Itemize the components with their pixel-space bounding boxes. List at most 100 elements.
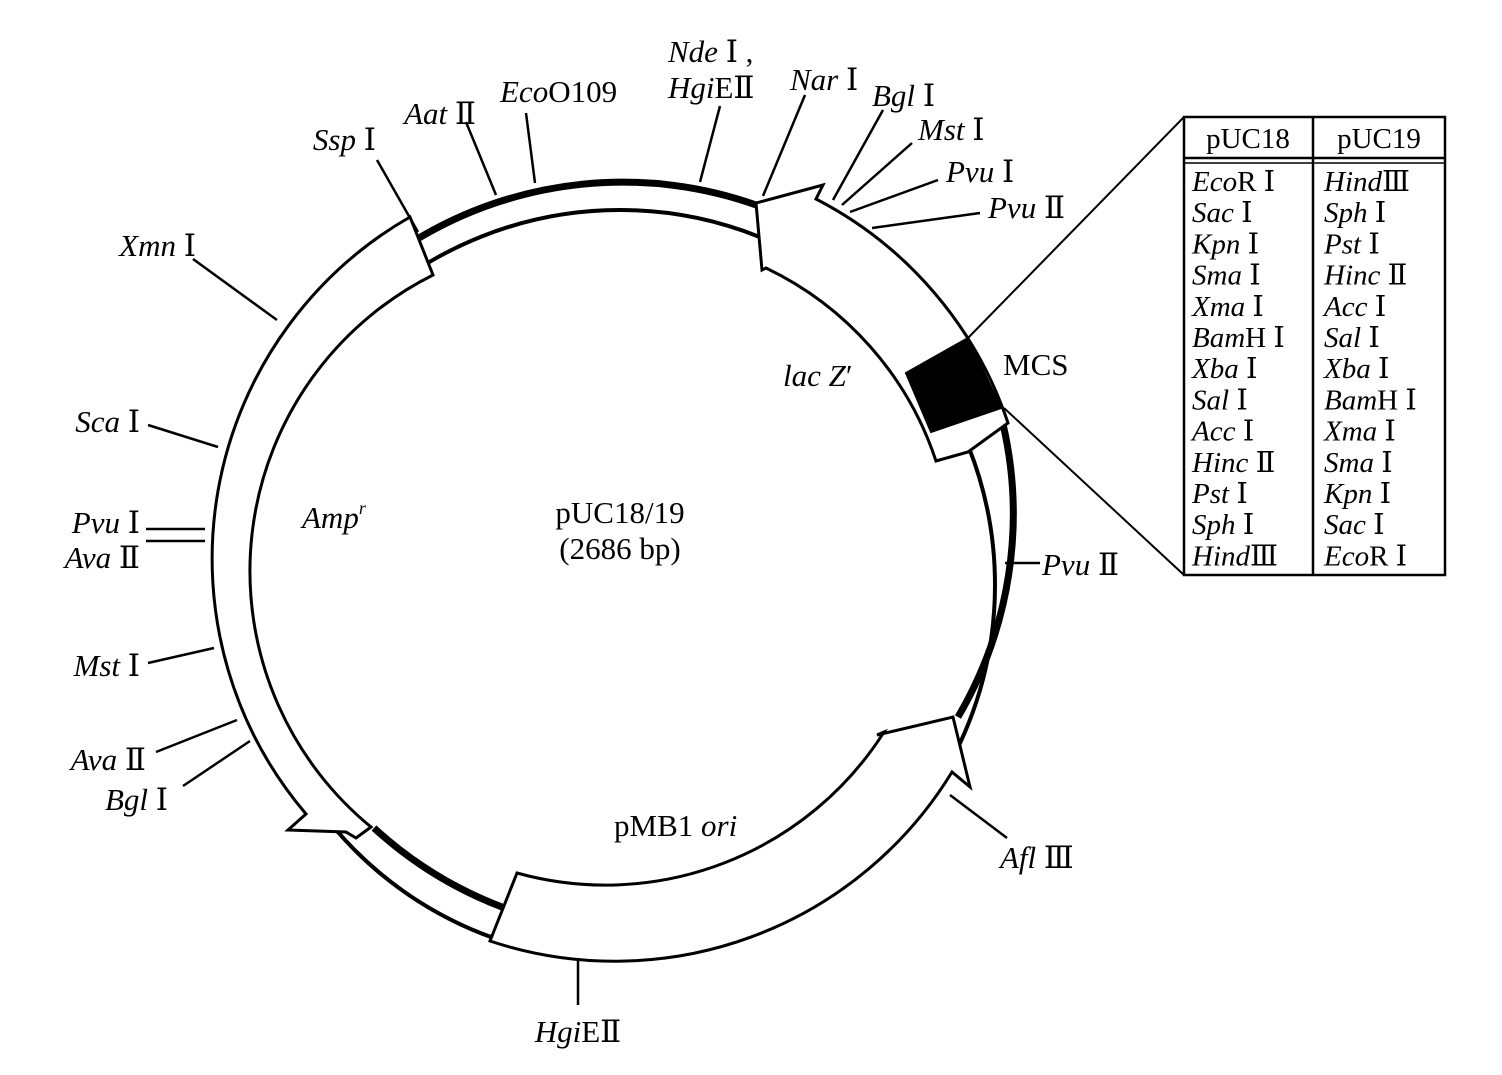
tick-ava-lower xyxy=(155,718,238,754)
site-label-nde-hgie2-line1: HgiEⅡ xyxy=(667,70,755,105)
mcs-puc18-5-part-0: Bam xyxy=(1192,322,1245,354)
mcs-puc18-8-part-0: Acc xyxy=(1190,416,1236,448)
site-pvu2-top-part-1: Ⅱ xyxy=(1036,190,1065,225)
site-label-bgl1-top: Bgl Ⅰ xyxy=(872,78,935,113)
mcs-puc19-row-10: Kpn Ⅰ xyxy=(1323,478,1391,510)
mcs-puc18-row-5: BamH Ⅰ xyxy=(1192,322,1285,354)
site-xmn1-part-1: Ⅰ xyxy=(176,228,196,263)
site-nde-hgie2-part-1: EⅡ xyxy=(715,70,755,105)
mcs-puc19-5-part-0: Sal xyxy=(1324,322,1361,354)
ori-label: pMB1 ori xyxy=(614,808,737,843)
mcs-puc19-row-4: Acc Ⅰ xyxy=(1322,291,1386,323)
tick-mst-top xyxy=(841,142,913,206)
mcs-puc18-9-part-0: Hinc xyxy=(1191,447,1249,479)
site-mst1-top-part-1: Ⅰ xyxy=(965,112,985,147)
mcs-puc18-row-0: EcoR Ⅰ xyxy=(1191,166,1275,198)
site-ava2-lower-part-1: Ⅱ xyxy=(117,742,146,777)
site-nde-hgie2-part-0: Hgi xyxy=(667,70,715,105)
mcs-puc18-8-part-1: Ⅰ xyxy=(1235,416,1254,448)
site-label-pvu2-top: Pvu Ⅱ xyxy=(987,190,1065,225)
site-label-pvu1-left: Pvu Ⅰ xyxy=(71,505,140,540)
site-bgl1-top-part-1: Ⅰ xyxy=(915,78,935,113)
site-pvu2-top-part-0: Pvu xyxy=(987,190,1036,225)
site-label-bgl1-left: Bgl Ⅰ xyxy=(105,782,168,817)
tick-eco xyxy=(524,112,537,184)
tick-ssp xyxy=(375,159,420,233)
ori-label-name: pMB1 xyxy=(614,808,701,843)
mcs-puc18-2-part-0: Kpn xyxy=(1191,228,1240,260)
site-label-nde-hgie2-line0: Nde Ⅰ , xyxy=(667,34,753,69)
backbone-thick-bottomleft xyxy=(371,825,504,911)
ori-origin xyxy=(488,715,973,963)
mcs-puc19-4-part-0: Acc xyxy=(1322,291,1368,323)
site-mst1-left-part-1: Ⅰ xyxy=(120,648,140,683)
amp-label-sup: r xyxy=(359,498,367,518)
mcs-puc19-row-2: Pst Ⅰ xyxy=(1323,228,1380,260)
mcs-puc19-4-part-1: Ⅰ xyxy=(1367,291,1386,323)
site-afl3-part-1: Ⅲ xyxy=(1036,840,1074,875)
tick-sca xyxy=(147,423,219,449)
mcs-puc18-4-part-0: Xma xyxy=(1191,291,1245,323)
mcs-puc18-11-part-0: Sph xyxy=(1192,509,1236,541)
site-nar1-part-1: Ⅰ xyxy=(838,62,858,97)
mcs-puc19-row-3: Hinc Ⅱ xyxy=(1323,260,1407,292)
mcs-puc18-10-part-1: Ⅰ xyxy=(1229,478,1248,510)
mcs-puc19-10-part-0: Kpn xyxy=(1323,478,1372,510)
mcs-puc19-8-part-1: Ⅰ xyxy=(1377,416,1396,448)
mcs-callout-upper xyxy=(967,116,1185,339)
site-bgl1-left-part-0: Bgl xyxy=(105,782,148,817)
mcs-puc18-1-part-1: Ⅰ xyxy=(1234,197,1253,229)
mcs-puc19-6-part-1: Ⅰ xyxy=(1371,353,1390,385)
mcs-puc19-2-part-1: Ⅰ xyxy=(1361,228,1380,260)
site-label-xmn1: Xmn Ⅰ xyxy=(117,228,196,263)
mcs-puc18-row-8: Acc Ⅰ xyxy=(1190,416,1254,448)
site-label-sca1: Sca Ⅰ xyxy=(75,404,140,439)
mcs-puc19-6-part-0: Xba xyxy=(1323,353,1371,385)
mcs-puc19-10-part-1: Ⅰ xyxy=(1372,478,1391,510)
mcs-puc19-1-part-1: Ⅰ xyxy=(1368,197,1387,229)
plasmid-name: pUC18/19 xyxy=(555,495,684,530)
mcs-puc19-7-part-1: H Ⅰ xyxy=(1377,384,1417,416)
site-nar1-part-0: Nar xyxy=(789,62,839,97)
amp-label: Ampr xyxy=(300,498,367,535)
mcs-puc18-row-11: Sph Ⅰ xyxy=(1192,509,1254,541)
mcs-puc19-12-part-0: Eco xyxy=(1323,540,1369,572)
tick-mst-left xyxy=(147,646,215,665)
site-aat2-part-0: Aat xyxy=(402,96,448,131)
tick-bgl-left xyxy=(182,739,251,788)
site-bgl1-top-part-0: Bgl xyxy=(872,78,915,113)
site-pvu1-top-part-0: Pvu xyxy=(945,154,994,189)
lacz-label: lac Z′ xyxy=(783,358,853,393)
site-ava2-upper-part-1: Ⅱ xyxy=(111,540,140,575)
site-pvu2-right-part-1: Ⅱ xyxy=(1090,547,1119,582)
tick-xmn xyxy=(192,257,278,322)
mcs-puc18-row-2: Kpn Ⅰ xyxy=(1191,228,1259,260)
site-mst1-top-part-0: Mst xyxy=(917,112,966,147)
mcs-puc19-5-part-1: Ⅰ xyxy=(1361,322,1380,354)
site-xmn1-part-0: Xmn xyxy=(117,228,176,263)
mcs-table-frame xyxy=(1182,115,1447,577)
site-label-ssp1: Ssp Ⅰ xyxy=(313,122,376,157)
site-ava2-upper-part-0: Ava xyxy=(63,540,112,575)
tick-pvu2-top xyxy=(871,211,981,230)
mcs-puc18-3-part-0: Sma xyxy=(1192,260,1242,292)
lacz-label-name: lac Z xyxy=(783,358,847,393)
mcs-puc19-8-part-0: Xma xyxy=(1323,416,1377,448)
mcs-puc19-3-part-0: Hinc xyxy=(1323,260,1381,292)
site-hgie2-bottom-part-0: Hgi xyxy=(534,1014,582,1049)
backbone-thick-top xyxy=(412,178,761,244)
amp-label-name: Amp xyxy=(300,500,359,535)
mcs-callout-lower xyxy=(1003,407,1185,576)
mcs-puc19-11-part-1: Ⅰ xyxy=(1366,509,1385,541)
mcs-puc18-7-part-0: Sal xyxy=(1192,384,1229,416)
mcs-puc18-row-10: Pst Ⅰ xyxy=(1191,478,1248,510)
site-label-afl3: Afl Ⅲ xyxy=(998,840,1074,875)
mcs-puc18-10-part-0: Pst xyxy=(1191,478,1230,510)
site-label-ava2-lower: Ava Ⅱ xyxy=(69,742,146,777)
site-pvu1-left-part-1: Ⅰ xyxy=(120,505,140,540)
tick-nde xyxy=(698,105,722,183)
site-aat2-part-1: Ⅱ xyxy=(447,96,476,131)
site-sca1-part-1: Ⅰ xyxy=(120,404,140,439)
